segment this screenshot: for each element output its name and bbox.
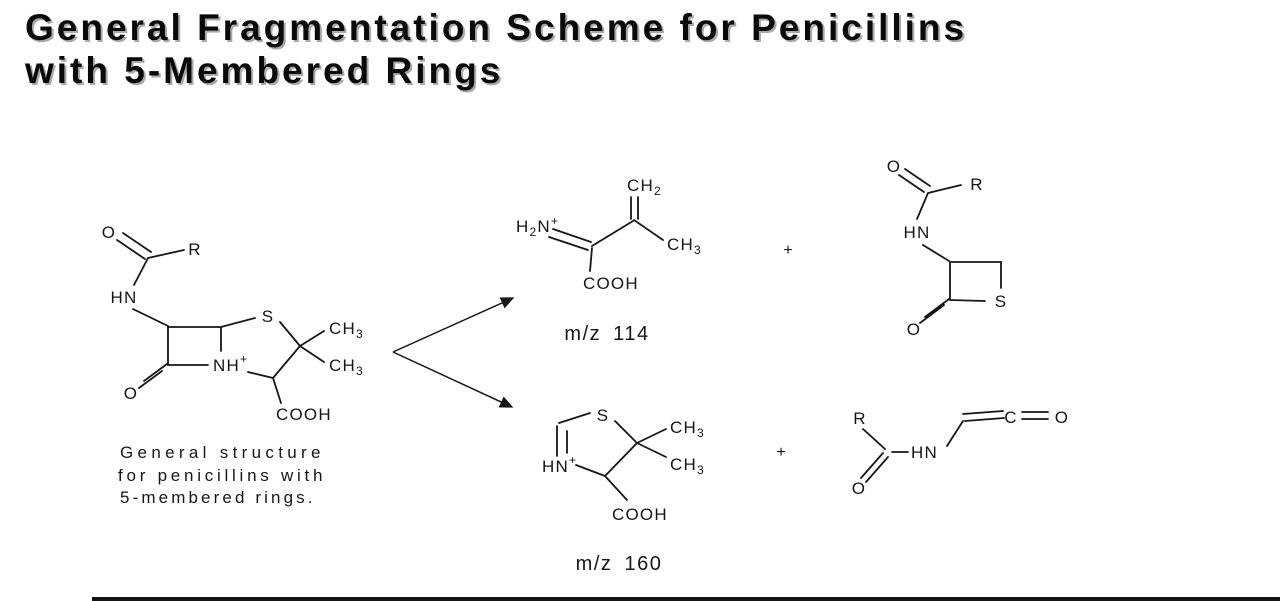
atom-label-r-group: R bbox=[188, 240, 201, 259]
mz-160-label: m/z 160 bbox=[576, 553, 663, 575]
atom-label-r-group: R bbox=[970, 175, 983, 194]
atom-label-ketene-c: C bbox=[1004, 408, 1017, 427]
bottom-edge-line bbox=[92, 597, 1280, 601]
atom-label-amide-o: O bbox=[887, 157, 901, 176]
atom-label-cooh: COOH bbox=[583, 274, 639, 293]
parent-bonds bbox=[116, 232, 325, 404]
mz-114-label: m/z 114 bbox=[564, 323, 649, 345]
atom-label-methyl-bottom: CH3 bbox=[670, 455, 705, 477]
parent-caption-line1: General structure bbox=[120, 443, 322, 462]
atom-label-ring-nh: NH+ bbox=[213, 352, 248, 375]
plus-sign-top: + bbox=[783, 242, 792, 259]
fragment-acylamino-thietanone: + O R HN S O bbox=[783, 157, 1008, 339]
atom-label-ring-s: S bbox=[995, 292, 1008, 311]
plus-sign-bottom: + bbox=[776, 444, 785, 461]
atom-label-methyl-top: CH3 bbox=[329, 319, 364, 341]
fragment-mz114: H2N+ CH2 CH3 COOH m/z 114 bbox=[516, 176, 702, 345]
arrow-to-mz160 bbox=[392, 351, 514, 408]
atom-label-amide-hn: HN bbox=[911, 443, 938, 462]
fragment-ketene-bonds bbox=[860, 410, 1049, 483]
atom-label-ketone-o: O bbox=[907, 320, 921, 339]
atom-label-methyl-top: CH3 bbox=[670, 418, 705, 440]
fragment-mz114-bonds bbox=[548, 196, 664, 272]
atom-label-ring-s: S bbox=[262, 307, 275, 326]
fragment-thietanone-bonds bbox=[898, 168, 1002, 324]
atom-label-ring-s: S bbox=[597, 406, 610, 425]
fragmentation-arrows bbox=[392, 297, 515, 408]
parent-structure: O R HN S CH3 CH3 NH+ O COOH General stru… bbox=[102, 223, 364, 507]
atom-label-amide-hn: HN bbox=[904, 223, 931, 242]
fragment-mz160: S HN+ CH3 CH3 COOH m/z 160 bbox=[542, 406, 705, 575]
page-title: General Fragmentation Scheme for Penicil… bbox=[25, 6, 967, 92]
arrow-to-mz114 bbox=[392, 297, 515, 353]
atom-label-lactam-o: O bbox=[124, 384, 138, 403]
atom-label-amide-o: O bbox=[852, 479, 866, 498]
atom-label-ring-hn: HN+ bbox=[542, 453, 577, 476]
parent-caption-line2: for penicillins with bbox=[118, 466, 324, 485]
atom-label-methyl-bottom: CH3 bbox=[329, 356, 364, 378]
page-title-line2: with 5-Membered Rings bbox=[25, 50, 504, 91]
fragment-acylamino-ketene: + R O HN C O bbox=[776, 408, 1069, 498]
atom-label-ch3: CH3 bbox=[667, 235, 702, 257]
atom-label-h2n: H2N+ bbox=[516, 214, 559, 239]
parent-caption-line3: 5-membered rings. bbox=[120, 488, 314, 507]
atom-label-amide-hn: HN bbox=[111, 288, 138, 307]
atom-label-cooh: COOH bbox=[612, 505, 668, 524]
atom-label-r-group: R bbox=[853, 409, 866, 428]
atom-label-amide-o: O bbox=[102, 223, 116, 242]
atom-label-ch2: CH2 bbox=[627, 176, 662, 198]
atom-label-ketene-o: O bbox=[1055, 408, 1069, 427]
atom-label-cooh: COOH bbox=[276, 405, 332, 424]
fragment-mz160-bonds bbox=[556, 412, 667, 501]
page-title-line1: General Fragmentation Scheme for Penicil… bbox=[25, 7, 968, 48]
